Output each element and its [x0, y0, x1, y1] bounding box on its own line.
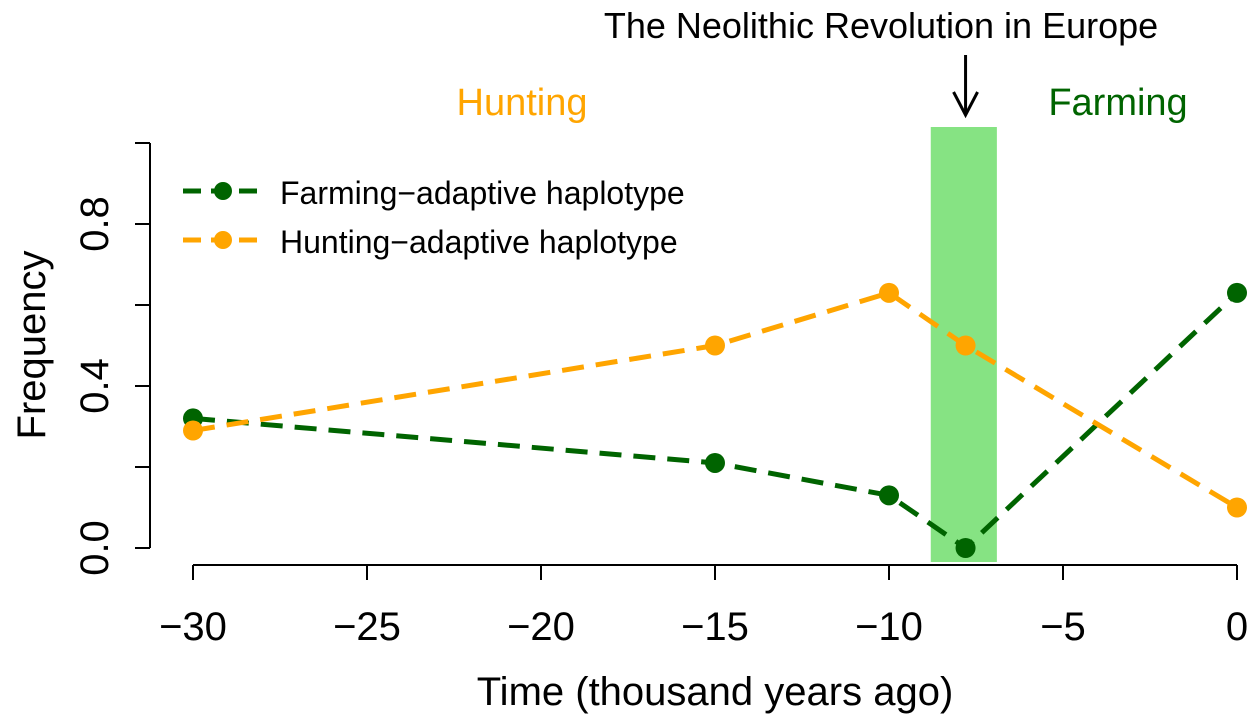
farming-period-label: Farming: [1048, 82, 1187, 124]
data-point: [955, 335, 976, 356]
data-point: [1227, 497, 1247, 518]
chart-title: The Neolithic Revolution in Europe: [604, 5, 1158, 46]
x-tick-label: −5: [1040, 605, 1086, 649]
series-hunting: [183, 282, 1247, 518]
legend-label-farming: Farming−adaptive haplotype: [280, 175, 685, 211]
legend-label-hunting: Hunting−adaptive haplotype: [280, 224, 678, 260]
x-axis-label: Time (thousand years ago): [477, 670, 954, 714]
x-tick-label: −20: [507, 605, 575, 649]
data-point: [879, 485, 899, 506]
data-point: [1227, 282, 1247, 303]
data-point: [183, 420, 203, 441]
y-tick-label: 0.0: [73, 520, 117, 576]
y-axis-label: Frequency: [10, 251, 54, 440]
x-tick-label: −15: [681, 605, 749, 649]
x-tick-label: −10: [855, 605, 923, 649]
neolithic-arrow: [952, 55, 979, 119]
x-tick-label: 0: [1226, 605, 1248, 649]
series-line: [192, 291, 1239, 552]
data-point: [705, 335, 725, 356]
data-point: [705, 452, 725, 473]
legend-marker: [214, 182, 232, 200]
series-line: [192, 290, 1239, 510]
x-tick-label: −30: [159, 605, 227, 649]
legend-marker: [214, 231, 232, 249]
y-tick-label: 0.4: [73, 358, 117, 414]
hunting-period-label: Hunting: [457, 82, 588, 124]
y-tick-label: 0.8: [73, 196, 117, 252]
data-point: [955, 538, 976, 558]
data-point: [879, 282, 899, 303]
arrow-head: [952, 91, 979, 119]
x-tick-label: −25: [333, 605, 401, 649]
legend: Farming−adaptive haplotype Hunting−adapt…: [183, 175, 685, 260]
series-farming: [183, 282, 1247, 558]
